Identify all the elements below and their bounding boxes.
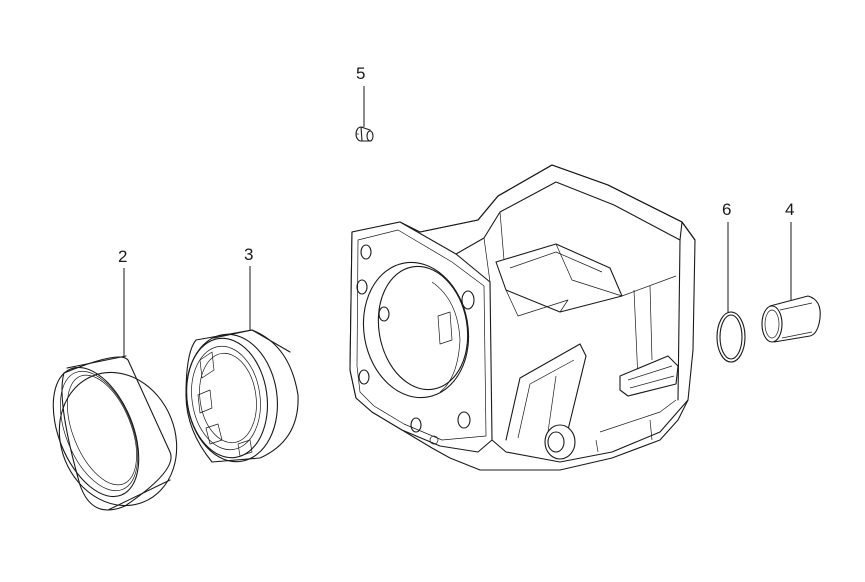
part-4-cylinder-plug [761,295,821,343]
callout-4-label: 4 [785,200,794,219]
callout-3: 3 [244,245,253,334]
callout-2: 2 [118,247,127,366]
part-3-bearing [185,329,299,463]
callout-5: 5 [356,64,365,127]
callout-2-label: 2 [118,247,127,266]
callout-4: 4 [785,200,794,300]
part-2-sleeve [52,355,178,511]
part-main-housing [349,164,696,471]
part-5-plug [355,126,374,142]
callout-6-label: 6 [722,200,731,219]
callout-5-label: 5 [356,64,365,83]
part-6-o-ring [716,311,746,363]
callout-3-label: 3 [244,245,253,264]
callout-6: 6 [722,200,731,312]
